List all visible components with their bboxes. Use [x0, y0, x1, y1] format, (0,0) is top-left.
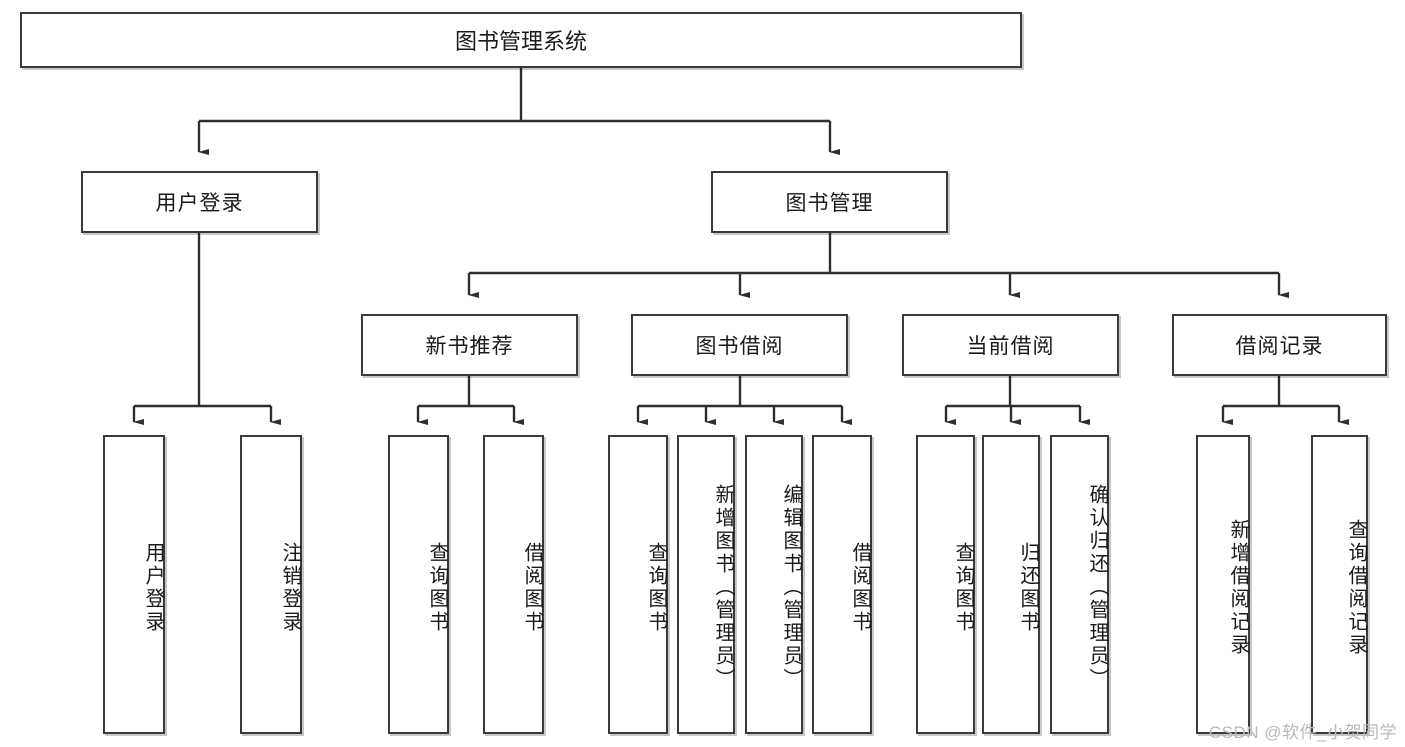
leaf-borrow-book[interactable]: 借阅图书: [812, 435, 872, 734]
node-label: 图书管理系统: [454, 29, 587, 54]
node-label: 查询图书: [426, 541, 448, 634]
node-label: 图书管理: [785, 192, 874, 215]
leaf-add-book-admin[interactable]: 新增图书（管理员）: [677, 435, 735, 734]
node-label: 查询图书: [645, 541, 667, 634]
leaf-query-book-borrow[interactable]: 查询图书: [608, 435, 668, 734]
leaf-return-book[interactable]: 归还图书: [982, 435, 1040, 734]
leaf-user-login[interactable]: 用户登录: [103, 435, 165, 734]
node-label: 注销登录: [279, 541, 301, 634]
node-label: 当前借阅: [966, 335, 1055, 358]
node-root-system[interactable]: 图书管理系统: [20, 12, 1022, 68]
node-label: 查询图书: [952, 541, 974, 634]
node-label: 查询借阅记录: [1345, 518, 1367, 657]
leaf-query-book-recommend[interactable]: 查询图书: [388, 435, 449, 734]
node-label: 用户登录: [155, 192, 244, 215]
node-label: 归还图书: [1017, 541, 1039, 634]
node-user-login[interactable]: 用户登录: [81, 171, 318, 233]
node-book-management[interactable]: 图书管理: [711, 171, 948, 233]
node-label: 编辑图书（管理员）: [780, 484, 802, 691]
node-label: 确认归还（管理员）: [1086, 484, 1108, 691]
leaf-logout[interactable]: 注销登录: [240, 435, 302, 734]
node-label: 新增图书（管理员）: [712, 484, 734, 691]
leaf-edit-book-admin[interactable]: 编辑图书（管理员）: [745, 435, 803, 734]
leaf-confirm-return-admin[interactable]: 确认归还（管理员）: [1050, 435, 1109, 734]
node-label: 借阅图书: [521, 541, 543, 634]
node-label: 借阅图书: [849, 541, 871, 634]
node-label: 新增借阅记录: [1227, 518, 1249, 657]
node-current-borrow[interactable]: 当前借阅: [902, 314, 1119, 376]
watermark: CSDN @软件_小贺同学: [1208, 723, 1397, 742]
leaf-query-book-current[interactable]: 查询图书: [916, 435, 975, 734]
node-label: 用户登录: [142, 541, 164, 634]
node-label: 借阅记录: [1235, 335, 1324, 358]
leaf-query-borrow-record[interactable]: 查询借阅记录: [1311, 435, 1368, 734]
node-label: 图书借阅: [695, 335, 784, 358]
node-label: 新书推荐: [425, 335, 514, 358]
node-borrow-record[interactable]: 借阅记录: [1172, 314, 1387, 376]
leaf-add-borrow-record[interactable]: 新增借阅记录: [1196, 435, 1250, 734]
leaf-borrow-book-recommend[interactable]: 借阅图书: [483, 435, 544, 734]
node-book-borrow[interactable]: 图书借阅: [631, 314, 848, 376]
node-new-book-recommend[interactable]: 新书推荐: [361, 314, 578, 376]
